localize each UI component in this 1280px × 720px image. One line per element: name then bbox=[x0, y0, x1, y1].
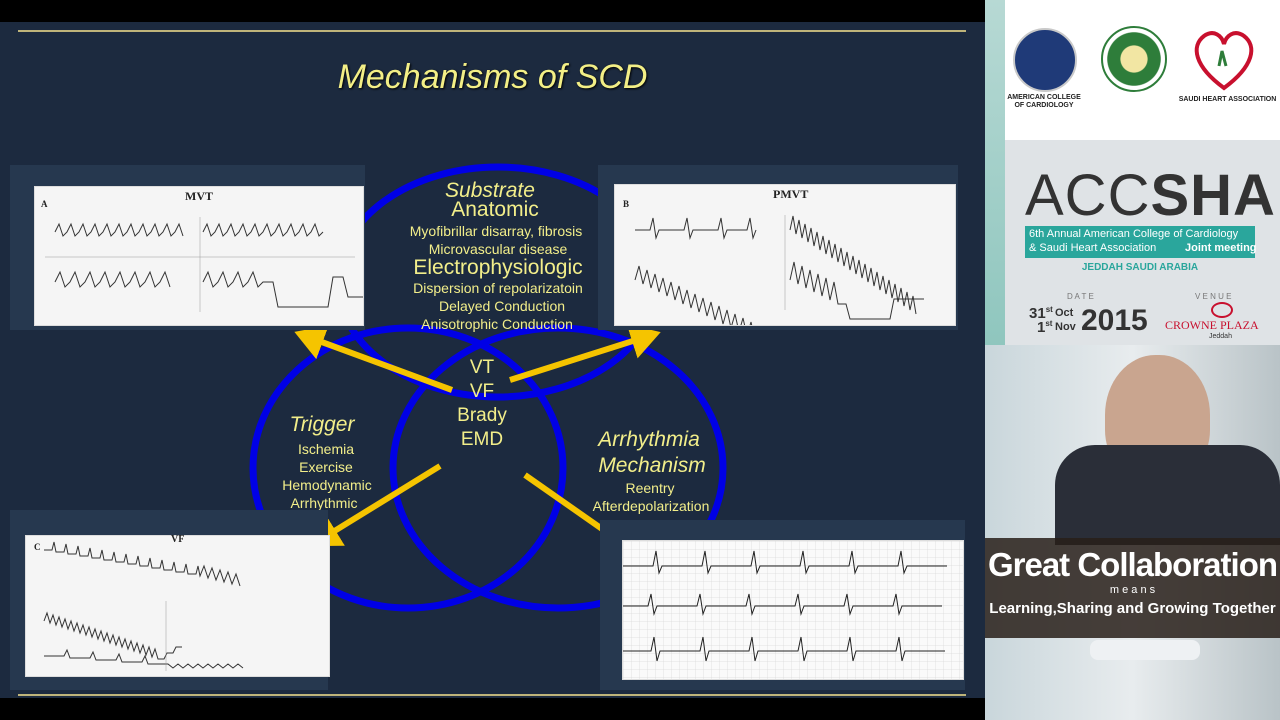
bottom-black-bar bbox=[0, 698, 985, 720]
top-rule bbox=[18, 30, 966, 32]
brand-part-a: ACC bbox=[1025, 163, 1151, 228]
brand-part-b: SHA bbox=[1150, 163, 1276, 228]
date-month-1: Oct bbox=[1055, 307, 1074, 319]
substrate-item: Myofibrillar disarray, fibrosis bbox=[409, 223, 583, 239]
substrate-item: Dispersion of repolarizatoin bbox=[413, 280, 583, 296]
substrate-item: Delayed Conduction bbox=[438, 298, 566, 314]
ecg-letter: B bbox=[623, 199, 630, 209]
center-item: EMD bbox=[460, 429, 504, 450]
center-item: VT bbox=[469, 357, 495, 378]
sha-logo-text: SAUDI HEART ASSOCIATION bbox=[1178, 96, 1277, 103]
ecg-title: PMVT bbox=[773, 187, 809, 201]
arrhythmia-item: Afterdepolarization bbox=[592, 498, 710, 514]
tablet-graphic bbox=[1090, 640, 1200, 660]
anatomic-heading: Anatomic bbox=[451, 198, 539, 221]
ecg-grid-trace bbox=[623, 541, 963, 679]
slogan-line-2: m e a n s bbox=[1109, 584, 1156, 596]
trigger-heading: Trigger bbox=[289, 413, 355, 436]
substrate-item: Microvascular disease bbox=[428, 241, 568, 257]
center-item: VF bbox=[469, 381, 495, 402]
arrhythmia-item: Reentry bbox=[625, 480, 675, 496]
slide-title: Mechanisms of SCD bbox=[337, 58, 648, 96]
crowne-plaza-icon bbox=[1211, 302, 1233, 318]
presentation-slide: Mechanisms of SCD Substrate Anatomic Myo… bbox=[0, 0, 985, 720]
venue-name: CROWNE PLAZA bbox=[1165, 318, 1259, 332]
ecg-image-mvt: MVT A bbox=[34, 186, 364, 326]
trigger-item: Exercise bbox=[299, 459, 353, 475]
ecg-trace bbox=[634, 215, 924, 325]
venue-label: V E N U E bbox=[1195, 292, 1232, 301]
conference-sidebar: AMERICAN COLLEGE OF CARDIOLOGY SAUDI HEA… bbox=[985, 0, 1280, 720]
ecg-image-pmvt: PMVT B bbox=[614, 184, 956, 326]
slogan-line-3: Learning,Sharing and Growing Together bbox=[989, 600, 1276, 617]
accsha-brand: ACCSHA bbox=[1025, 162, 1276, 229]
trigger-item: Ischemia bbox=[297, 441, 355, 457]
arrhythmia-heading: Arrhythmia bbox=[598, 428, 700, 451]
sidebar-edge bbox=[985, 0, 1005, 345]
slogan-banner: Great Collaboration m e a n s Learning,S… bbox=[985, 538, 1280, 638]
meeting-line-1: 6th Annual American College of Cardiolog… bbox=[1029, 228, 1239, 240]
date-month-2: Nov bbox=[1055, 321, 1076, 333]
arrow-to-mvt bbox=[294, 325, 454, 393]
acc-seal-icon bbox=[1013, 28, 1077, 92]
speaker-video bbox=[985, 345, 1280, 720]
ecg-title: MVT bbox=[185, 189, 213, 203]
trigger-item: Hemodynamic bbox=[282, 477, 372, 493]
speaker-body bbox=[1055, 445, 1280, 545]
trigger-item: Arrhythmic bbox=[290, 495, 358, 511]
date-label: D A T E bbox=[1067, 292, 1094, 301]
electro-heading: Electrophysiologic bbox=[413, 256, 583, 279]
slogan-line-1: Great Collaboration bbox=[987, 546, 1278, 583]
ecg-letter: A bbox=[41, 199, 48, 209]
venn-circle-arrhythmia bbox=[389, 324, 727, 612]
mechanism-heading: Mechanism bbox=[598, 454, 706, 477]
logo-strip: AMERICAN COLLEGE OF CARDIOLOGY SAUDI HEA… bbox=[1005, 0, 1280, 140]
substrate-heading: Substrate bbox=[445, 179, 535, 202]
meeting-banner: 6th Annual American College of Cardiolog… bbox=[1025, 226, 1257, 258]
ecg-trace bbox=[45, 217, 363, 312]
acc-logo-text: AMERICAN COLLEGE OF CARDIOLOGY bbox=[1007, 94, 1081, 110]
venue-city: Jeddah bbox=[1209, 333, 1232, 340]
saudi-heart-icon bbox=[1194, 31, 1254, 91]
year-text: 2015 bbox=[1081, 304, 1148, 337]
meeting-joint: Joint meeting bbox=[1185, 242, 1257, 254]
meeting-line-2: & Saudi Heart Association bbox=[1029, 242, 1157, 254]
ecg-image-vf: VF C bbox=[25, 534, 330, 677]
saudi-seal-icon bbox=[1101, 26, 1167, 92]
date-day-2: 1st bbox=[1037, 319, 1053, 336]
date-day-1: 31st bbox=[1029, 305, 1053, 322]
bottom-rule bbox=[18, 694, 966, 696]
location-text: JEDDAH SAUDI ARABIA bbox=[1081, 262, 1199, 273]
arrow-to-pmvt bbox=[509, 324, 661, 383]
venn-diagram bbox=[249, 163, 727, 612]
ecg-trace bbox=[43, 541, 244, 671]
center-item: Brady bbox=[457, 405, 507, 426]
top-black-bar bbox=[0, 0, 985, 22]
ecg-image-rhythm bbox=[622, 540, 964, 680]
substrate-item: Anisotrophic Conduction bbox=[421, 316, 573, 332]
venn-circle-trigger bbox=[249, 324, 567, 612]
ecg-title: VF bbox=[171, 534, 185, 545]
ecg-letter: C bbox=[34, 542, 41, 552]
arrow-to-vf bbox=[309, 463, 442, 547]
